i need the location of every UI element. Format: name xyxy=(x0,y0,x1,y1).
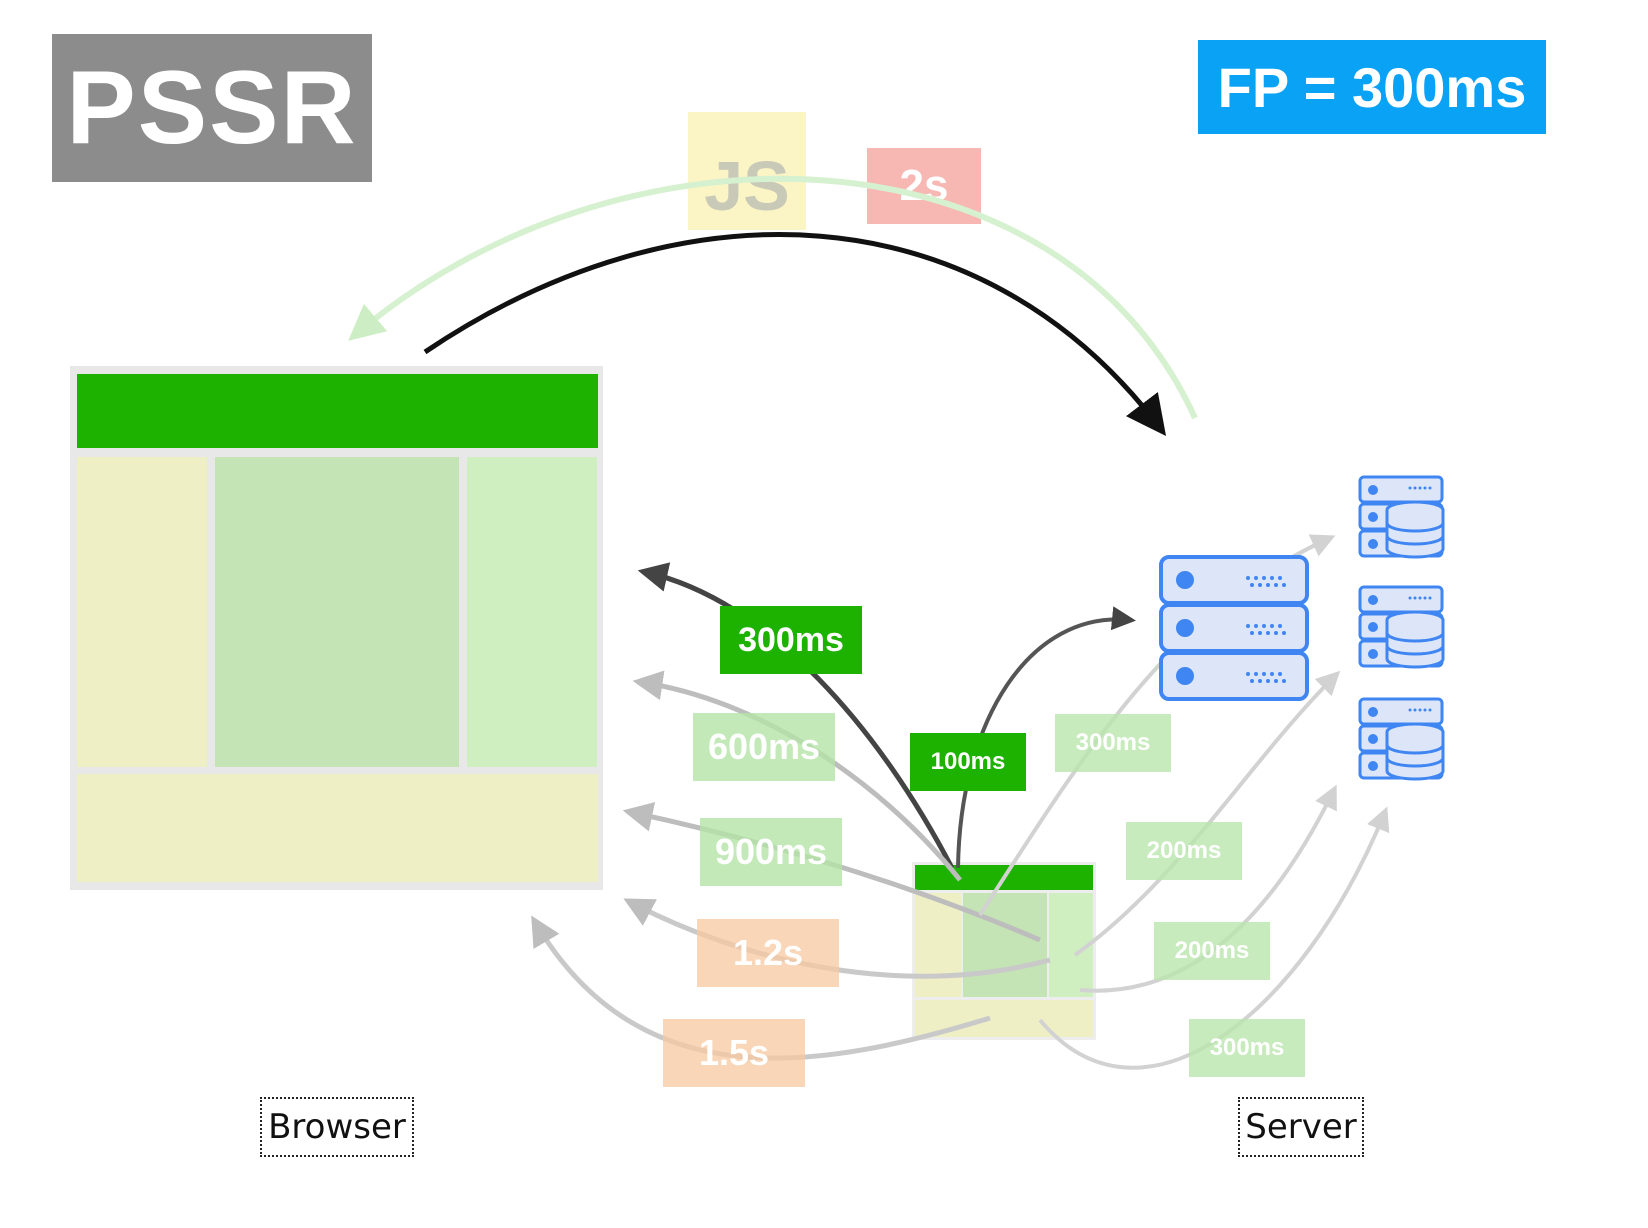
small-main-block xyxy=(963,893,1047,997)
js-download-time: 2s xyxy=(867,148,981,224)
small-page-mockup xyxy=(912,862,1096,1040)
page-main-content-block xyxy=(215,457,459,767)
title-badge: PSSR xyxy=(52,34,372,182)
server-time-label-3: 200ms xyxy=(1154,922,1270,980)
server-time-label-1: 300ms xyxy=(1055,714,1171,772)
server-rack-icon xyxy=(1159,555,1309,701)
time-label-1.2s: 1.2s xyxy=(697,919,839,987)
time-label-100ms: 100ms xyxy=(910,733,1026,791)
fp-metric-badge: FP = 300ms xyxy=(1198,40,1546,134)
browser-label: Browser xyxy=(260,1097,414,1157)
server-time-label-2: 200ms xyxy=(1126,822,1242,880)
page-right-sidebar-block xyxy=(467,457,597,767)
js-badge: JS xyxy=(688,112,806,230)
arrow-1.2s xyxy=(623,898,1051,979)
page-header-block xyxy=(77,374,598,448)
database-server-icon-1 xyxy=(1358,475,1445,559)
request-arrow xyxy=(423,232,1167,436)
page-left-sidebar-block xyxy=(77,457,207,767)
arrow-to-db2 xyxy=(1073,670,1341,957)
arrow-100ms xyxy=(956,606,1136,869)
time-label-900ms: 900ms xyxy=(700,818,842,886)
page-footer-block xyxy=(77,774,598,882)
database-server-icon-3 xyxy=(1358,697,1445,781)
time-label-1.5s: 1.5s xyxy=(663,1019,805,1087)
js-return-arrow xyxy=(348,175,1198,420)
server-time-label-4: 300ms xyxy=(1189,1019,1305,1077)
small-left-block xyxy=(915,893,961,997)
time-label-600ms: 600ms xyxy=(693,713,835,781)
server-label: Server xyxy=(1238,1097,1364,1157)
time-label-300ms: 300ms xyxy=(720,606,862,674)
database-server-icon-2 xyxy=(1358,585,1445,669)
arrow-300ms xyxy=(637,562,955,870)
browser-page-mockup xyxy=(70,366,603,890)
